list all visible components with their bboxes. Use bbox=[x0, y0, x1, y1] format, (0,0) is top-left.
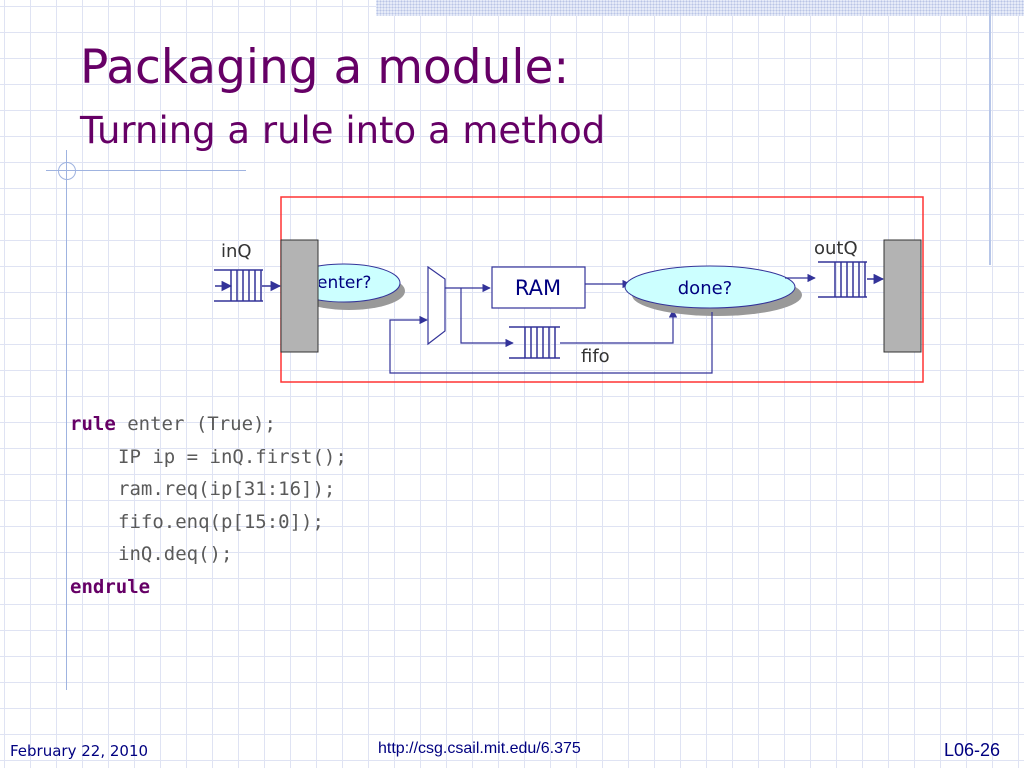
code-line-fifo-enq: fifo.enq(p[15:0]); bbox=[118, 510, 324, 533]
slide-subtitle: Turning a rule into a method bbox=[80, 109, 606, 152]
code-line-ram-req: ram.req(ip[31:16]); bbox=[118, 478, 336, 500]
decorative-dotted-band bbox=[376, 0, 1024, 16]
ram-label: RAM bbox=[515, 276, 561, 300]
decorative-horizontal-line bbox=[46, 170, 246, 171]
decorative-circle-icon bbox=[58, 162, 76, 180]
code-text: enter (True); bbox=[115, 413, 276, 435]
output-port bbox=[883, 239, 922, 353]
fifo-label: fifo bbox=[581, 346, 610, 367]
enter-condition-cloud: enter? bbox=[280, 239, 405, 353]
slide-title: Packaging a module: bbox=[80, 40, 570, 95]
page-number: L06-26 bbox=[944, 740, 1001, 760]
enter-label: enter? bbox=[317, 273, 371, 293]
code-line-ip: IP ip = inQ.first(); bbox=[118, 445, 347, 468]
decorative-vertical-line bbox=[989, 0, 991, 265]
keyword-endrule: endrule bbox=[70, 575, 151, 598]
decorative-left-line bbox=[66, 150, 67, 690]
code-line-rule: rule enter (True); bbox=[70, 408, 347, 441]
internal-fifo-icon bbox=[509, 326, 560, 359]
done-label: done? bbox=[678, 278, 732, 299]
inq-fifo-icon bbox=[214, 269, 282, 302]
code-line-endrule: endrule bbox=[70, 571, 347, 604]
footer-url[interactable]: http://csg.csail.mit.edu/6.375 bbox=[378, 740, 581, 757]
outq-fifo-icon bbox=[818, 261, 885, 298]
outq-label: outQ bbox=[814, 238, 858, 259]
inq-label: inQ bbox=[221, 241, 252, 262]
mux-icon bbox=[427, 265, 446, 346]
footer-date: February 22, 2010 bbox=[10, 742, 149, 760]
code-line-inq-deq: inQ.deq(); bbox=[118, 543, 233, 565]
keyword-rule: rule bbox=[70, 413, 116, 435]
done-condition-cloud: done? bbox=[624, 265, 802, 316]
ram-block bbox=[491, 266, 586, 309]
code-block: rule enter (True); IP ip = inQ.first(); … bbox=[70, 408, 347, 603]
